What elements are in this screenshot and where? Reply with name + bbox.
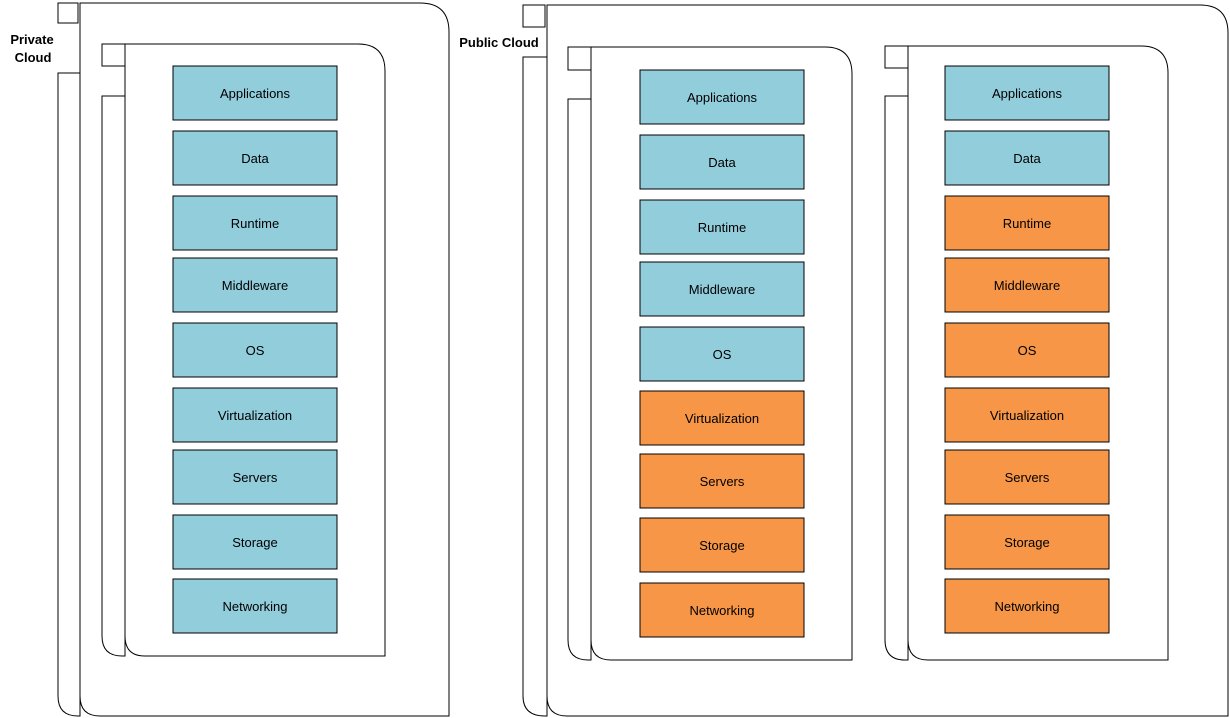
layer-label: Networking bbox=[994, 599, 1059, 614]
layer-storage: Storage bbox=[944, 514, 1110, 570]
layer-box bbox=[172, 514, 338, 570]
layer-box bbox=[639, 326, 805, 382]
layer-label: Networking bbox=[689, 603, 754, 618]
layer-box bbox=[172, 387, 338, 443]
layer-box bbox=[172, 578, 338, 634]
layer-box bbox=[944, 449, 1110, 505]
layer-box bbox=[944, 387, 1110, 443]
layer-label: Storage bbox=[232, 535, 278, 550]
layer-box bbox=[639, 199, 805, 255]
private-cloud-label-line1: Private bbox=[10, 32, 53, 47]
layer-label: Runtime bbox=[698, 220, 746, 235]
layer-servers: Servers bbox=[172, 449, 338, 505]
private-cloud-label-line2: Cloud bbox=[15, 50, 52, 65]
layer-box bbox=[639, 582, 805, 638]
layer-servers: Servers bbox=[639, 453, 805, 509]
layer-box bbox=[639, 69, 805, 125]
layer-networking: Networking bbox=[944, 578, 1110, 634]
layer-label: Virtualization bbox=[685, 411, 759, 426]
layer-label: Applications bbox=[687, 90, 758, 105]
layer-os: OS bbox=[639, 326, 805, 382]
layer-box bbox=[944, 322, 1110, 378]
layer-box bbox=[172, 65, 338, 121]
layer-applications: Applications bbox=[172, 65, 338, 121]
layer-runtime: Runtime bbox=[944, 195, 1110, 251]
layer-box bbox=[944, 514, 1110, 570]
layer-box bbox=[639, 390, 805, 446]
layer-label: Servers bbox=[1005, 470, 1050, 485]
layer-middleware: Middleware bbox=[172, 257, 338, 313]
layer-label: Middleware bbox=[689, 282, 755, 297]
layer-label: Data bbox=[241, 151, 269, 166]
layer-box bbox=[944, 65, 1110, 121]
layer-networking: Networking bbox=[639, 582, 805, 638]
layer-box bbox=[944, 578, 1110, 634]
layer-label: Runtime bbox=[1003, 216, 1051, 231]
layer-data: Data bbox=[639, 134, 805, 190]
layer-label: Networking bbox=[222, 599, 287, 614]
layer-os: OS bbox=[944, 322, 1110, 378]
layer-data: Data bbox=[172, 130, 338, 186]
layer-box bbox=[639, 517, 805, 573]
layer-label: Applications bbox=[220, 86, 291, 101]
layer-box bbox=[172, 449, 338, 505]
layer-box bbox=[944, 130, 1110, 186]
layer-label: Applications bbox=[992, 86, 1063, 101]
layer-middleware: Middleware bbox=[639, 261, 805, 317]
layer-label: Data bbox=[708, 155, 736, 170]
layer-label: Servers bbox=[700, 474, 745, 489]
layer-label: OS bbox=[246, 343, 265, 358]
layer-virtualization: Virtualization bbox=[944, 387, 1110, 443]
layer-label: Storage bbox=[699, 538, 745, 553]
layer-os: OS bbox=[172, 322, 338, 378]
layer-label: Runtime bbox=[231, 216, 279, 231]
layer-box bbox=[172, 195, 338, 251]
layer-label: OS bbox=[713, 347, 732, 362]
layer-middleware: Middleware bbox=[944, 257, 1110, 313]
public-cloud-label: Public Cloud bbox=[459, 35, 539, 50]
layer-applications: Applications bbox=[639, 69, 805, 125]
layer-label: Data bbox=[1013, 151, 1041, 166]
layer-box bbox=[172, 130, 338, 186]
layer-box bbox=[172, 322, 338, 378]
layer-runtime: Runtime bbox=[639, 199, 805, 255]
layer-virtualization: Virtualization bbox=[639, 390, 805, 446]
layer-label: Virtualization bbox=[990, 408, 1064, 423]
layer-box bbox=[944, 195, 1110, 251]
layer-box bbox=[944, 257, 1110, 313]
layer-box bbox=[639, 261, 805, 317]
layer-label: OS bbox=[1018, 343, 1037, 358]
layer-storage: Storage bbox=[639, 517, 805, 573]
layer-label: Storage bbox=[1004, 535, 1050, 550]
layer-box bbox=[172, 257, 338, 313]
layer-label: Middleware bbox=[994, 278, 1060, 293]
layer-box bbox=[639, 134, 805, 190]
layer-label: Virtualization bbox=[218, 408, 292, 423]
layer-box bbox=[639, 453, 805, 509]
layer-label: Servers bbox=[233, 470, 278, 485]
layer-data: Data bbox=[944, 130, 1110, 186]
layer-servers: Servers bbox=[944, 449, 1110, 505]
layer-applications: Applications bbox=[944, 65, 1110, 121]
layer-label: Middleware bbox=[222, 278, 288, 293]
layer-runtime: Runtime bbox=[172, 195, 338, 251]
layer-storage: Storage bbox=[172, 514, 338, 570]
layer-virtualization: Virtualization bbox=[172, 387, 338, 443]
layer-networking: Networking bbox=[172, 578, 338, 634]
